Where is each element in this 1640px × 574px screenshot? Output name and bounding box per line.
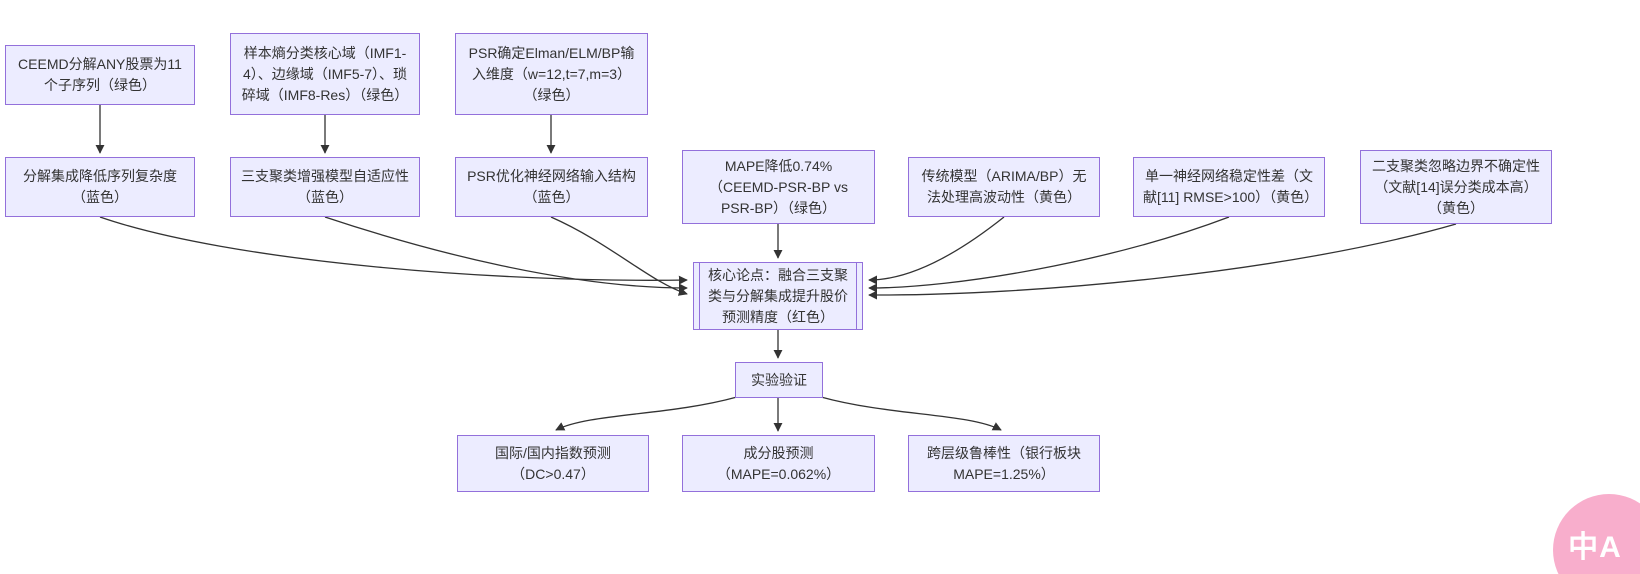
node-label: 分解集成降低序列复杂度（蓝色）	[23, 168, 177, 205]
edge-adaptive-to-core	[324, 216, 688, 293]
node-psr-input-dim: PSR确定Elman/ELM/BP输入维度（w=12,t=7,m=3）（绿色）	[455, 33, 648, 115]
node-label: 跨层级鲁棒性（银行板块 MAPE=1.25%）	[927, 444, 1081, 482]
node-label: PSR优化神经网络输入结构（蓝色）	[467, 168, 636, 205]
node-label: 实验验证	[751, 371, 807, 388]
node-label: 单一神经网络稳定性差（文献[11] RMSE>100）（黄色）	[1143, 168, 1319, 205]
node-label: 核心论点：融合三支聚类与分解集成提升股价预测精度（红色）	[708, 266, 848, 325]
node-index-forecast: 国际/国内指数预测（DC>0.47）	[457, 435, 649, 492]
node-traditional-limit: 传统模型（ARIMA/BP）无法处理高波动性（黄色）	[908, 157, 1100, 217]
node-ceemd-decompose: CEEMD分解ANY股票为11个子序列（绿色）	[5, 45, 195, 105]
node-label: CEEMD分解ANY股票为11个子序列（绿色）	[18, 56, 182, 93]
translate-badge[interactable]: 中A	[1553, 494, 1640, 574]
node-stock-forecast: 成分股预测（MAPE=0.062%）	[682, 435, 875, 492]
node-core-thesis: 核心论点：融合三支聚类与分解集成提升股价预测精度（红色）	[693, 262, 863, 330]
node-mape-improve: MAPE降低0.74%（CEEMD-PSR-BP vs PSR-BP）（绿色）	[682, 150, 875, 224]
edge-experiment-to-index	[555, 396, 738, 431]
edge-complexity-to-core	[99, 216, 688, 285]
node-label: 样本熵分类核心域（IMF1-4）、边缘域（IMF5-7）、琐碎域（IMF8-Re…	[241, 44, 409, 103]
node-two-way-limit: 二支聚类忽略边界不确定性（文献[14]误分类成本高）（黄色）	[1360, 150, 1552, 224]
edge-structure-to-core	[550, 216, 688, 296]
edge-traditional-to-core	[868, 216, 1005, 285]
node-label: 传统模型（ARIMA/BP）无法处理高波动性（黄色）	[921, 168, 1087, 205]
node-label: MAPE降低0.74%（CEEMD-PSR-BP vs PSR-BP）（绿色）	[709, 157, 848, 216]
node-label: 三支聚类增强模型自适应性（蓝色）	[241, 168, 409, 205]
translate-badge-label: 中A	[1568, 531, 1622, 564]
node-decompose-complexity: 分解集成降低序列复杂度（蓝色）	[5, 157, 195, 217]
edge-experiment-to-robust	[820, 396, 1002, 431]
node-experiment: 实验验证	[735, 362, 823, 398]
edge-twoway-to-core	[868, 223, 1457, 300]
node-label: 成分股预测（MAPE=0.062%）	[716, 444, 841, 482]
node-single-nn-unstable: 单一神经网络稳定性差（文献[11] RMSE>100）（黄色）	[1133, 157, 1325, 217]
node-label: 二支聚类忽略边界不确定性（文献[14]误分类成本高）（黄色）	[1372, 157, 1540, 216]
edge-singlenn-to-core	[868, 216, 1230, 293]
node-three-way-adaptive: 三支聚类增强模型自适应性（蓝色）	[230, 157, 420, 217]
node-label: PSR确定Elman/ELM/BP输入维度（w=12,t=7,m=3）（绿色）	[468, 44, 635, 103]
node-robustness: 跨层级鲁棒性（银行板块 MAPE=1.25%）	[908, 435, 1100, 492]
node-sample-entropy: 样本熵分类核心域（IMF1-4）、边缘域（IMF5-7）、琐碎域（IMF8-Re…	[230, 33, 420, 115]
node-label: 国际/国内指数预测（DC>0.47）	[495, 444, 611, 482]
node-psr-structure: PSR优化神经网络输入结构（蓝色）	[455, 157, 648, 217]
